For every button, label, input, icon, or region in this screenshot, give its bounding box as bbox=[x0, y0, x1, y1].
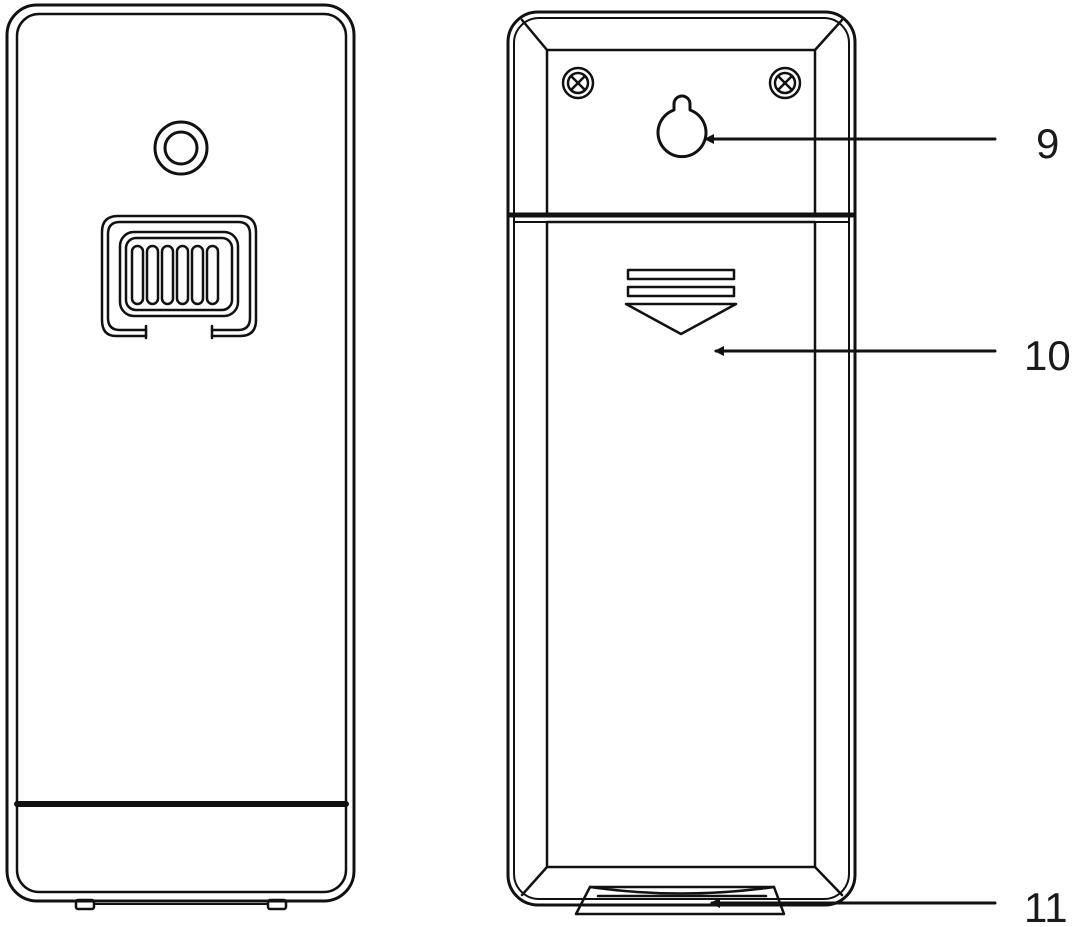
front-body-inner bbox=[15, 12, 348, 894]
hanging-panel bbox=[545, 48, 817, 217]
callout-9-label: 9 bbox=[1036, 120, 1059, 167]
screw-left-icon bbox=[561, 66, 595, 100]
back-view bbox=[506, 10, 857, 916]
back-body-inner bbox=[513, 17, 850, 900]
vent-grille-icon bbox=[100, 214, 258, 340]
callout-10: 10 bbox=[714, 332, 1071, 379]
back-body-outline bbox=[506, 10, 857, 907]
front-body-outline bbox=[5, 3, 356, 903]
stand-foot bbox=[574, 885, 786, 916]
callout-11: 11 bbox=[710, 884, 1068, 927]
keyhole-icon bbox=[656, 94, 708, 159]
battery-cover bbox=[545, 220, 817, 869]
front-view bbox=[5, 3, 356, 911]
callout-10-label: 10 bbox=[1024, 332, 1071, 379]
callout-11-label: 11 bbox=[1024, 884, 1068, 927]
slide-direction-icon bbox=[624, 268, 738, 336]
screw-right-icon bbox=[768, 66, 802, 100]
sensor-button-icon bbox=[153, 120, 209, 176]
callout-9: 9 bbox=[704, 120, 1059, 167]
